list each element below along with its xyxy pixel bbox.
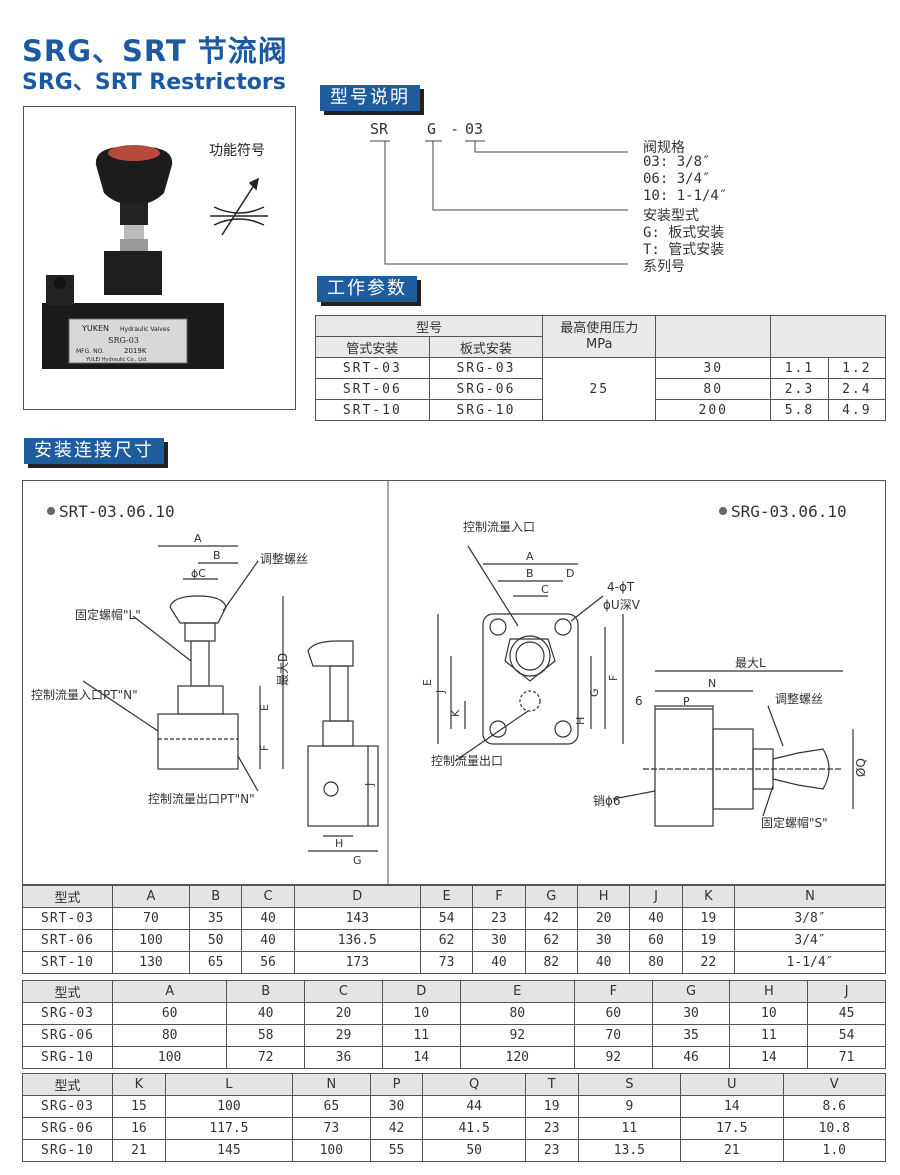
code-dash: - (450, 120, 460, 138)
right-label-six: 6 (635, 694, 643, 708)
svg-text:G: G (353, 854, 362, 867)
code-sr: SR (370, 120, 389, 138)
photo-mfg-value: 2019K (124, 347, 147, 355)
table-row: SRG-06 16 117.5 73 42 41.5 23 11 17.5 10… (22, 1117, 886, 1140)
params-table: 型号 最高使用压力 MPa 管式安装 板式安装 SRT-03 SRG-03 25… (314, 315, 887, 421)
right-label-pin: 销ϕ6 (593, 794, 621, 808)
table-row: SRG-03 60 40 20 10 80 60 30 10 45 (22, 1002, 886, 1025)
legend-series: 系列号 (643, 259, 685, 275)
left-label-outlet: 控制流量出口PT"N" (148, 792, 255, 806)
legend-size-10: 10: 1-1/4″ (643, 188, 728, 204)
right-label-lock: 固定螺帽"S" (761, 815, 828, 830)
srg-dimension-table-1: 型式 A B C D E F G H J SRG-03 60 40 20 10 … (22, 980, 886, 1069)
params-section-title: 工作参数 (317, 276, 417, 302)
page-title-en: SRG、SRT Restrictors (22, 70, 286, 95)
right-label-maxl: 最大L (735, 656, 766, 670)
photo-maker: YULEI Hydraulic Co., Ltd. (85, 357, 148, 363)
table-row: SRT-10 130 65 56 173 73 40 82 40 80 22 1… (22, 951, 886, 974)
left-label-inlet: 控制流量入口PT"N" (31, 688, 138, 702)
svg-text:E: E (421, 679, 434, 686)
right-label-adjust: 调整螺丝 (775, 691, 823, 706)
params-header-plate: 板式安装 (428, 336, 544, 358)
page-title-cn: SRG、SRT 节流阀 (22, 34, 288, 68)
params-header-pressure: 最高使用压力 MPa (542, 315, 657, 358)
table-row: SRG-03 15 100 65 30 44 19 9 14 8.6 (22, 1095, 886, 1118)
right-label-inlet: 控制流量入口 (463, 520, 535, 534)
svg-text:F: F (258, 745, 271, 751)
photo-mfg-label: MFG. NO. (76, 348, 104, 355)
table-row: SRG-10 100 72 36 14 120 92 46 14 71 (22, 1046, 886, 1069)
legend-size-title: 阀规格 (643, 140, 685, 156)
model-section-title: 型号说明 (320, 85, 420, 111)
params-pressure-value: 25 (542, 357, 657, 421)
left-label-lock: 固定螺帽"L" (75, 607, 141, 622)
table-row: SRT-03 70 35 40 143 54 23 42 20 40 19 3/… (22, 907, 886, 930)
legend-mount-g: G: 板式安装 (643, 225, 725, 241)
legend-mount-title: 安装型式 (643, 208, 699, 224)
left-label-maxd: 最大D (276, 653, 290, 686)
svg-text:D: D (566, 567, 574, 580)
restrictor-symbol-icon (210, 177, 268, 236)
svg-text:H: H (574, 717, 587, 725)
svg-text:K: K (449, 709, 462, 717)
params-header-flow (655, 315, 772, 358)
photo-brand: YUKEN (81, 324, 109, 333)
table-row: SRT-06 100 50 40 136.5 62 30 62 30 60 19… (22, 929, 886, 952)
product-photo-box: YUKEN Hydraulic Valves SRG-03 MFG. NO. 2… (23, 106, 296, 410)
legend-size-03: 03: 3/8″ (643, 154, 711, 170)
code-g: G (427, 120, 437, 138)
params-header-weight (770, 315, 886, 358)
svg-text:P: P (683, 695, 690, 708)
right-label-outlet: 控制流量出口 (431, 754, 503, 768)
svg-text:C: C (541, 583, 549, 596)
table-row: SRT-03 SRG-03 25 30 1.1 1.2 (315, 357, 887, 421)
svg-text:E: E (258, 704, 271, 711)
params-header-model: 型号 (314, 315, 544, 337)
srt-dimension-table: 型式 A B C D E F G H J K N SRT-03 70 35 40… (22, 885, 886, 974)
model-code-leaders (370, 140, 628, 265)
svg-text:B: B (213, 549, 221, 562)
svg-text:A: A (526, 550, 534, 563)
photo-brand-suffix: Hydraulic Valves (120, 326, 170, 333)
photo-model-plate: SRG-03 (108, 336, 139, 345)
svg-text:J: J (363, 783, 376, 787)
svg-text:B: B (526, 567, 534, 580)
drawing-box: SRT-03.06.10 (22, 480, 886, 886)
dimension-drawings: SRT-03.06.10 (31, 481, 868, 886)
params-header-pipe: 管式安装 (315, 336, 430, 358)
legend-mount-t: T: 管式安装 (643, 242, 725, 258)
table-row: SRT-06 SRG-06 80 2.3 2.4 (315, 378, 887, 400)
left-label-adjust: 调整螺丝 (260, 551, 308, 566)
code-size: 03 (465, 120, 484, 138)
srg-dimension-table-2: 型式 K L N P Q T S U V SRG-03 15 100 65 30… (22, 1073, 886, 1162)
svg-text:N: N (708, 677, 716, 690)
product-photo: YUKEN Hydraulic Valves SRG-03 MFG. NO. 2… (42, 143, 268, 369)
right-label-holes: 4-ϕT (607, 580, 635, 594)
table-row: SRG-06 80 58 29 11 92 70 35 11 54 (22, 1024, 886, 1047)
right-label-oq: ØQ (854, 758, 868, 777)
svg-text:A: A (194, 532, 202, 545)
svg-text:H: H (335, 837, 343, 850)
legend-size-06: 06: 3/4″ (643, 171, 711, 187)
svg-text:J: J (434, 690, 447, 694)
dims-section-title: 安装连接尺寸 (24, 438, 164, 464)
symbol-label: 功能符号 (209, 143, 265, 159)
svg-text:G: G (588, 688, 601, 697)
table-row: SRT-10 SRG-10 200 5.8 4.9 (315, 399, 887, 421)
svg-text:F: F (607, 675, 620, 681)
svg-text:ϕC: ϕC (191, 567, 206, 580)
right-drawing-title: SRG-03.06.10 (731, 502, 847, 521)
right-label-depth: ϕU深V (603, 598, 641, 612)
table-row: SRG-10 21 145 100 55 50 23 13.5 21 1.0 (22, 1139, 886, 1162)
left-drawing-title: SRT-03.06.10 (59, 502, 175, 521)
